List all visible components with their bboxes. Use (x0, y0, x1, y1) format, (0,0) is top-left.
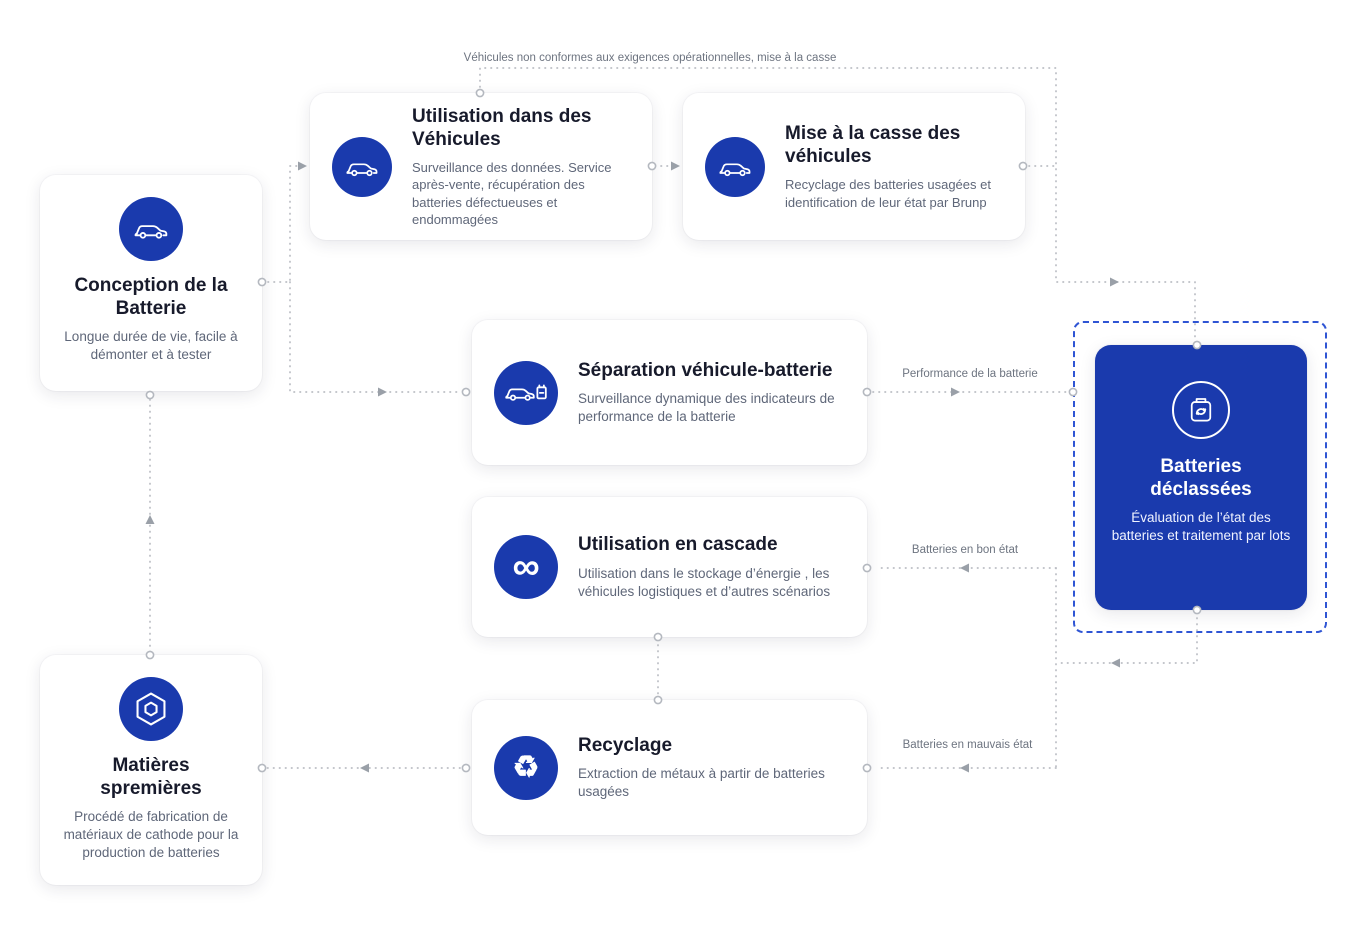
connector-label-top: Véhicules non conformes aux exigences op… (463, 52, 837, 64)
node-text: Utilisation en cascade Utilisation dans … (578, 533, 849, 600)
connector-casse-to-declassees (1022, 165, 1196, 341)
node-desc: Procédé de fabrication de matériaux de c… (63, 809, 239, 861)
arrow-right-icon (378, 387, 387, 397)
car-icon (705, 136, 765, 197)
node-utilisation-vehicules: Utilisation dans des Véhicules Surveilla… (310, 93, 652, 240)
node-title: Utilisation en cascade (578, 534, 778, 556)
arrow-right-icon (298, 161, 307, 171)
node-batteries-declassees: Batteries déclassées Évaluation de l’éta… (1095, 345, 1307, 610)
car-icon (719, 162, 751, 176)
arrow-left-icon (360, 763, 369, 773)
node-title: Mise à la casse des véhicules (785, 123, 961, 168)
hexagon-nut-icon (119, 677, 183, 741)
node-desc: Surveillance des données. Service après-… (412, 160, 612, 227)
recycle-icon: ♻ (512, 750, 540, 784)
connector-label-bon-etat: Batteries en bon état (911, 544, 1019, 556)
node-text: Mise à la casse des véhicules Recyclage … (785, 122, 1007, 211)
node-matieres-premieres: Matières spremières Procédé de fabricati… (40, 655, 262, 885)
node-desc: Recyclage des batteries usagées et ident… (785, 177, 991, 210)
car-icon (134, 225, 168, 239)
car-battery-icon (494, 360, 558, 425)
arrow-up-icon (145, 515, 155, 524)
node-conception-batterie: Conception de la Batterie Longue durée d… (40, 175, 262, 391)
node-text: Recyclage Extraction de métaux à partir … (578, 734, 849, 801)
battery-recycle-icon (1172, 381, 1230, 439)
infinity-icon: ∞ (512, 546, 540, 588)
node-desc: Longue durée de vie, facile à démonter e… (64, 329, 238, 363)
hexagon-nut-icon (136, 692, 166, 726)
node-desc: Surveillance dynamique des indicateurs d… (578, 391, 835, 425)
highlight-dashed-frame (1073, 321, 1327, 633)
node-separation-vehicule-batterie: Séparation véhicule-batterie Surveillanc… (472, 320, 867, 465)
car-battery-icon (505, 383, 547, 401)
node-title: Séparation véhicule-batterie (578, 359, 833, 381)
node-desc: Évaluation de l’état des batteries et tr… (1111, 510, 1291, 544)
arrow-right-icon (1110, 277, 1119, 287)
connector-conception-to-utilisation (261, 165, 299, 283)
arrow-left-icon (1111, 658, 1120, 668)
node-desc: Extraction de métaux à partir de batteri… (578, 766, 825, 800)
connector-arrows (145, 161, 1120, 773)
node-title: Batteries déclassées (1150, 456, 1252, 501)
node-utilisation-cascade: ∞ Utilisation en cascade Utilisation dan… (472, 497, 867, 637)
connector-label-performance: Performance de la batterie (902, 368, 1038, 380)
arrow-right-icon (951, 387, 960, 397)
connector-label-mauvais-etat: Batteries en mauvais état (902, 739, 1033, 751)
arrow-right-icon (671, 161, 680, 171)
battery-recycle-icon (1190, 398, 1212, 422)
arrow-left-icon (960, 563, 969, 573)
node-title: Recyclage (578, 734, 673, 756)
node-mise-a-la-casse: Mise à la casse des véhicules Recyclage … (683, 93, 1025, 240)
node-title: Utilisation dans des Véhicules (412, 105, 592, 150)
node-text: Utilisation dans des Véhicules Surveilla… (412, 105, 634, 228)
car-icon (332, 136, 392, 197)
arrow-left-icon (960, 763, 969, 773)
node-text: Séparation véhicule-batterie Surveillanc… (578, 359, 849, 426)
node-recyclage: ♻ Recyclage Extraction de métaux à parti… (472, 700, 867, 835)
recycle-icon: ♻ (494, 735, 558, 800)
infinity-icon: ∞ (494, 535, 558, 599)
node-desc: Utilisation dans le stockage d’énergie ,… (578, 565, 831, 599)
car-icon (119, 197, 183, 261)
connector-conception-to-separation (289, 281, 462, 393)
car-icon (346, 162, 378, 176)
node-title: Matières spremières (100, 755, 202, 800)
node-title: Conception de la Batterie (74, 275, 228, 320)
